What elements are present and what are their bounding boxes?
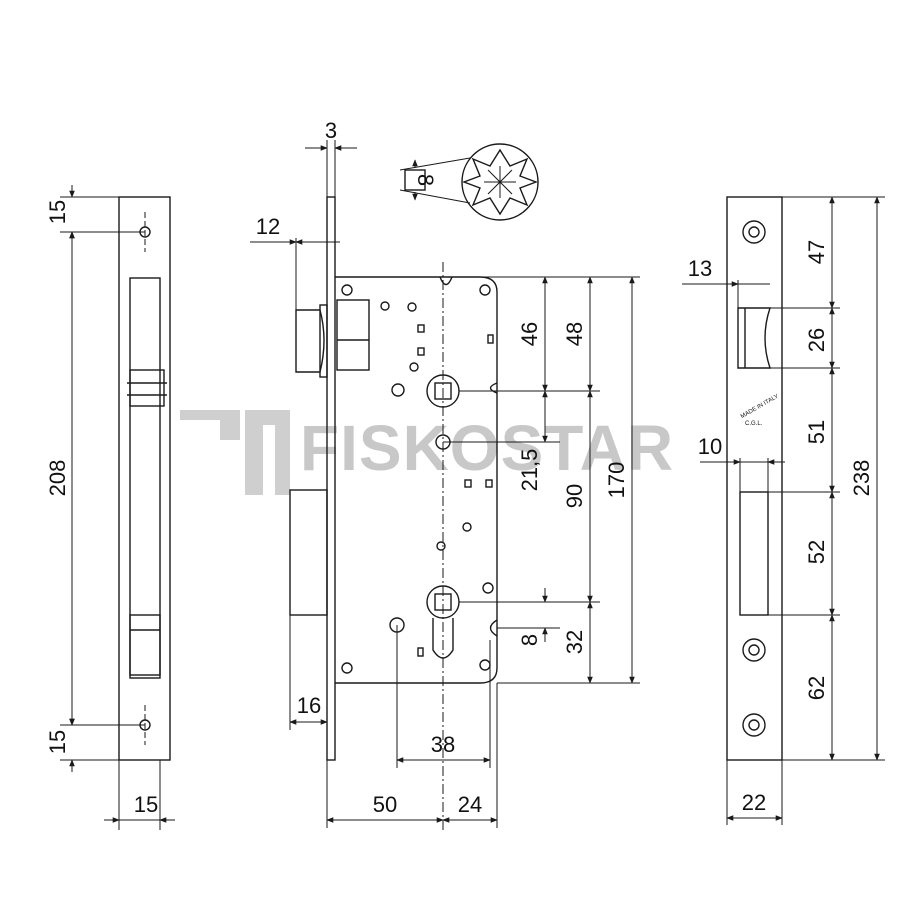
dim-backset: 50 (373, 792, 397, 817)
dim-spindle-to-mid: 21,5 (517, 449, 542, 492)
strike-plate (726, 196, 783, 761)
strike-round-hole (748, 644, 760, 656)
watermark-logo: FISKOSTAR (180, 410, 674, 495)
latch-opening (129, 369, 165, 407)
latch-mechanism (336, 299, 370, 371)
dim-faceplate-thickness: 3 (325, 118, 337, 143)
deadbolt-opening (129, 614, 161, 676)
strike-deadbolt-opening (739, 491, 769, 616)
dim-spindle-size: 8 (413, 174, 438, 186)
strike-screw-hole-top (748, 226, 760, 238)
case-screw-tl (341, 284, 353, 296)
dim-strike-width: 22 (742, 790, 766, 815)
dim-handle-to-cylinder: 38 (431, 732, 455, 757)
lock-body-side-view: 3 12 16 50 24 38 46 48 21,5 (250, 118, 640, 830)
spindle-square-icon (404, 169, 426, 191)
dim-body-extra: 24 (458, 792, 482, 817)
faceplate-edge (326, 196, 336, 761)
lock-case (335, 276, 498, 684)
strike-screw-hole-bottom (748, 719, 760, 731)
front-plate-view: 15 208 15 15 (45, 185, 175, 830)
dim-handle-to-cylinder-vertical: 90 (562, 484, 587, 508)
follower-star-icon (461, 143, 539, 221)
dim-cylinder-from-bottom: 32 (562, 630, 587, 654)
dim-cylinder-offset: 8 (517, 634, 542, 646)
dim-latch-projection: 12 (256, 214, 280, 239)
dim-front-height: 208 (45, 460, 70, 497)
dim-strike-total-height: 238 (849, 460, 874, 497)
dim-strike-latch-opening: 13 (688, 256, 712, 281)
watermark-text: FISKOSTAR (300, 412, 674, 484)
dim-strike-bolt-hole: 52 (804, 540, 829, 564)
dim-spindle-from-top: 46 (517, 322, 542, 346)
dim-strike-latch-hole: 26 (804, 328, 829, 352)
front-plate-opening (129, 277, 161, 679)
strike-plate-view: MADE IN ITALY C.G.L. 13 10 47 26 51 52 6… (682, 196, 885, 825)
case-screw-tr (479, 284, 491, 296)
dim-latch-center-from-top: 48 (562, 322, 587, 346)
case-screw-br (479, 659, 491, 671)
strike-latch-opening (737, 307, 771, 369)
dim-strike-deadbolt-opening: 10 (698, 434, 722, 459)
dim-strike-between: 51 (804, 420, 829, 444)
deadbolt (289, 489, 328, 616)
dim-front-top-offset: 15 (45, 200, 70, 224)
dim-strike-top: 47 (804, 240, 829, 264)
front-plate (118, 196, 171, 761)
strike-stamp-brand: C.G.L. (745, 421, 763, 427)
strike-stamp-text: MADE IN ITALY (740, 394, 780, 420)
spindle-detail: 8 (399, 143, 539, 221)
dim-body-height: 170 (604, 462, 629, 499)
case-screw-bl (341, 662, 353, 674)
dim-strike-bottom: 62 (804, 676, 829, 700)
dim-deadbolt-projection: 16 (297, 693, 321, 718)
dim-front-bottom-offset: 15 (45, 730, 70, 754)
dim-front-width: 15 (134, 792, 158, 817)
